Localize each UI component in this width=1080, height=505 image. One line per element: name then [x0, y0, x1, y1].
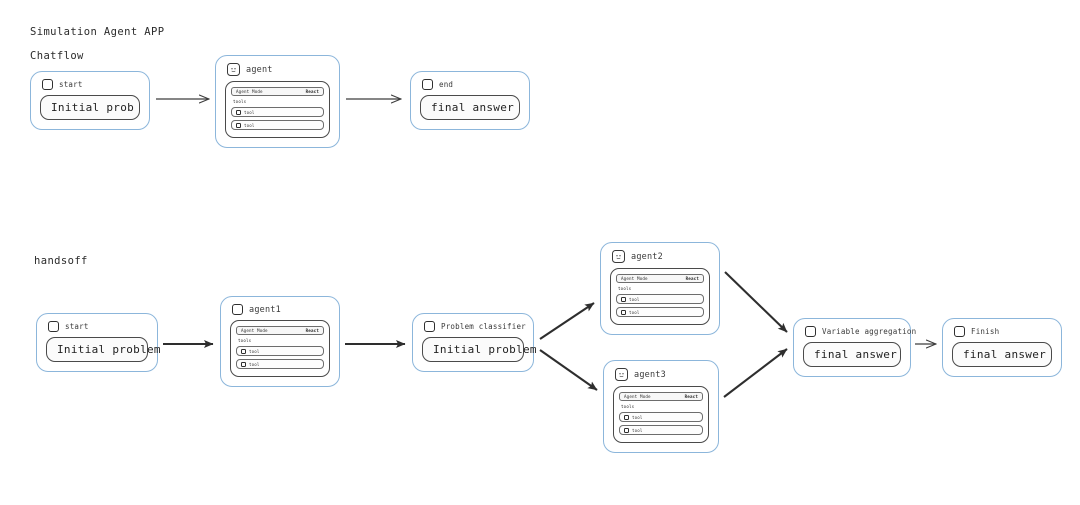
agent-mode-value: React — [684, 394, 698, 399]
tool-name: tool — [244, 122, 255, 128]
tool-row[interactable]: tool — [236, 346, 324, 356]
edge-classifier-to-agent3 — [539, 349, 598, 391]
page-title: Simulation Agent APP — [30, 26, 165, 38]
edge-classifier-to-agent2 — [539, 302, 595, 340]
node-title: start — [59, 80, 83, 89]
agent-mode-row[interactable]: Agent Mode React — [236, 326, 324, 335]
tool-checkbox-icon[interactable] — [241, 348, 246, 354]
node-header: Finish — [952, 326, 1052, 337]
agent-mode-value: React — [305, 328, 319, 333]
node-value-field[interactable]: final answer — [803, 342, 901, 367]
node-handsoff-agent3[interactable]: agent3 Agent Mode React tools tool tool — [603, 360, 719, 453]
agent-mode-label: Agent Mode — [624, 394, 651, 399]
node-title: agent3 — [634, 369, 666, 380]
node-handsoff-agent1[interactable]: agent1 Agent Mode React tools tool tool — [220, 296, 340, 387]
agent-mode-value: React — [305, 89, 319, 94]
checkbox-icon[interactable] — [805, 326, 816, 337]
agent-face-icon — [615, 368, 628, 381]
tool-checkbox-icon[interactable] — [624, 414, 629, 420]
tool-row[interactable]: tool — [236, 359, 324, 369]
agent-mode-label: Agent Mode — [236, 89, 263, 94]
tool-name: tool — [632, 427, 643, 433]
tool-name: tool — [629, 309, 640, 315]
tool-checkbox-icon[interactable] — [241, 361, 246, 367]
agent-mode-value: React — [685, 276, 699, 281]
edge-agent3-to-aggregation — [723, 348, 788, 398]
node-chatflow-agent[interactable]: agent Agent Mode React tools tool tool — [215, 55, 340, 148]
agent-config-panel: Agent Mode React tools tool tool — [225, 81, 330, 138]
node-title: agent — [246, 64, 273, 75]
section-label-handsoff: handsoff — [34, 255, 88, 267]
node-chatflow-end[interactable]: end final answer — [410, 71, 530, 130]
node-value-field[interactable]: final answer — [420, 95, 520, 120]
node-handsoff-variable-aggregation[interactable]: Variable aggregation final answer — [793, 318, 916, 377]
node-handsoff-agent2[interactable]: agent2 Agent Mode React tools tool tool — [600, 242, 720, 335]
node-header: agent2 — [610, 250, 710, 263]
tool-name: tool — [244, 109, 255, 115]
agent-config-panel: Agent Mode React tools tool tool — [230, 320, 330, 377]
agent-config-panel: Agent Mode React tools tool tool — [610, 268, 710, 325]
tool-row[interactable]: tool — [619, 425, 703, 435]
tools-label: tools — [238, 338, 252, 343]
checkbox-icon[interactable] — [422, 79, 433, 90]
tool-checkbox-icon[interactable] — [621, 309, 626, 315]
node-title: Finish — [971, 327, 1000, 336]
agent-face-icon — [227, 63, 240, 76]
tool-row[interactable]: tool — [231, 120, 324, 130]
tools-label: tools — [621, 404, 635, 409]
checkbox-icon[interactable] — [232, 304, 243, 315]
node-handsoff-finish[interactable]: Finish final answer — [942, 318, 1062, 377]
node-value-field[interactable]: Initial problem — [422, 337, 537, 362]
node-title: Variable aggregation — [822, 327, 917, 336]
checkbox-icon[interactable] — [42, 79, 53, 90]
tools-label: tools — [618, 286, 632, 291]
checkbox-icon[interactable] — [424, 321, 435, 332]
node-title: agent2 — [631, 251, 663, 262]
agent-mode-label: Agent Mode — [621, 276, 648, 281]
node-header: agent1 — [230, 304, 330, 315]
tool-row[interactable]: tool — [231, 107, 324, 117]
agent-config-panel: Agent Mode React tools tool tool — [613, 386, 709, 443]
node-header: agent — [225, 63, 330, 76]
tool-checkbox-icon[interactable] — [624, 427, 629, 433]
checkbox-icon[interactable] — [954, 326, 965, 337]
tool-name: tool — [249, 361, 260, 367]
node-header: end — [420, 79, 520, 90]
agent-mode-label: Agent Mode — [241, 328, 268, 333]
tools-label: tools — [233, 99, 247, 104]
edge-agent2-to-aggregation — [724, 271, 788, 333]
node-chatflow-start[interactable]: start Initial prob — [30, 71, 150, 130]
node-title: Problem classifier — [441, 322, 526, 331]
node-handsoff-problem-classifier[interactable]: Problem classifier Initial problem — [412, 313, 537, 372]
agent-mode-row[interactable]: Agent Mode React — [231, 87, 324, 96]
node-header: start — [40, 79, 140, 90]
node-title: start — [65, 322, 89, 331]
node-header: Variable aggregation — [803, 326, 916, 337]
tool-checkbox-icon[interactable] — [236, 122, 241, 128]
tool-name: tool — [249, 348, 260, 354]
tool-checkbox-icon[interactable] — [236, 109, 241, 115]
node-header: Problem classifier — [422, 321, 526, 332]
agent-mode-row[interactable]: Agent Mode React — [616, 274, 704, 283]
tool-name: tool — [632, 414, 643, 420]
checkbox-icon[interactable] — [48, 321, 59, 332]
agent-face-icon — [612, 250, 625, 263]
node-handsoff-start[interactable]: start Initial problem — [36, 313, 161, 372]
node-value-field[interactable]: Initial problem — [46, 337, 161, 362]
node-title: end — [439, 80, 454, 89]
agent-mode-row[interactable]: Agent Mode React — [619, 392, 703, 401]
node-header: start — [46, 321, 148, 332]
node-value-field[interactable]: final answer — [952, 342, 1052, 367]
node-header: agent3 — [613, 368, 709, 381]
section-label-chatflow: Chatflow — [30, 50, 84, 62]
node-value-field[interactable]: Initial prob — [40, 95, 140, 120]
node-title: agent1 — [249, 304, 281, 315]
tool-name: tool — [629, 296, 640, 302]
tool-row[interactable]: tool — [616, 307, 704, 317]
tool-row[interactable]: tool — [619, 412, 703, 422]
tool-row[interactable]: tool — [616, 294, 704, 304]
tool-checkbox-icon[interactable] — [621, 296, 626, 302]
